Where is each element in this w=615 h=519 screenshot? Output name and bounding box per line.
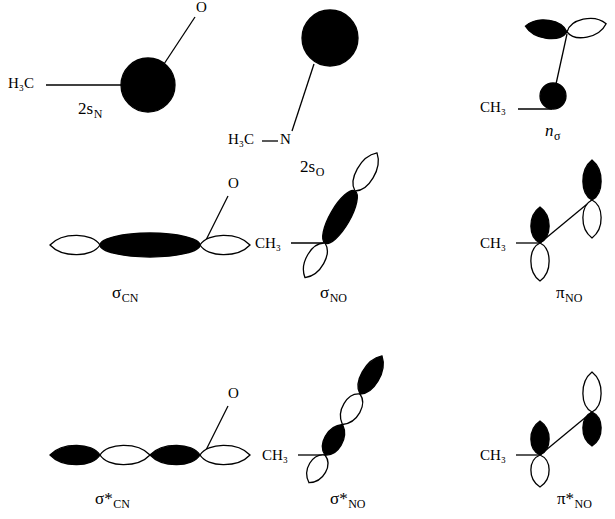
atom-label: CH₃ — [262, 448, 288, 463]
subscript: N — [94, 108, 103, 120]
atom-label: O — [228, 176, 239, 191]
subscript: NO — [348, 498, 365, 510]
subscript: CN — [122, 292, 139, 304]
orbital-label: σ* — [95, 490, 113, 507]
orbital-label: n — [545, 122, 554, 139]
orbital-label: π — [556, 284, 565, 301]
orbital-label: π* — [557, 490, 574, 507]
atom-label: O — [228, 386, 239, 401]
orbital-label: 2s — [300, 158, 315, 175]
subscript: CN — [113, 498, 130, 510]
atom-label: O — [196, 0, 207, 15]
atom-label: CH₃ — [480, 100, 506, 115]
orbital-label: σ — [320, 284, 329, 301]
subscript: NO — [330, 292, 347, 304]
atom-label: CH₃ — [480, 448, 506, 463]
orbital-label: σ* — [330, 490, 348, 507]
atom-label: CH₃ — [480, 236, 506, 251]
atom-label: CH₃ — [255, 236, 281, 251]
subscript: NO — [565, 292, 582, 304]
atom-label: N — [280, 132, 291, 147]
subscript: O — [316, 166, 325, 178]
atom-label: H₃C — [228, 132, 254, 147]
orbital-label: 2s — [78, 100, 93, 117]
subscript: NO — [575, 498, 592, 510]
subscript: σ — [554, 130, 560, 142]
orbital-label: σ — [112, 284, 121, 301]
atom-label: H₃C — [8, 76, 34, 91]
